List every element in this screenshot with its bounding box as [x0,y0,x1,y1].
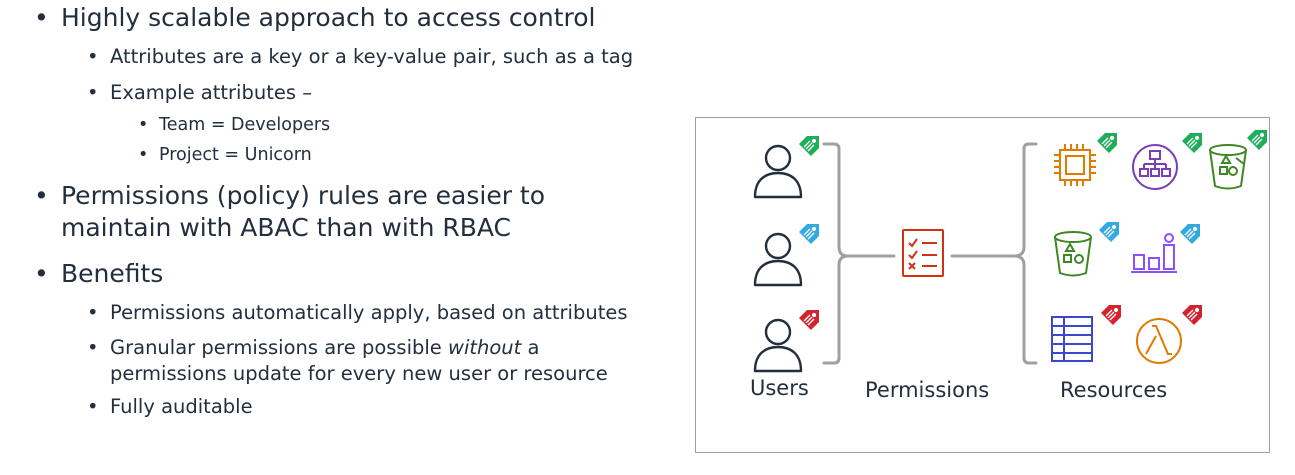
tag-icon [1100,304,1122,326]
users-bracket [822,142,896,365]
bullet-auto-apply: Permissions automatically apply, based o… [87,301,627,325]
abac-diagram: Users Permissions Resources [695,117,1270,453]
network-hierarchy-icon [1132,144,1178,190]
bullet-auditable: Fully auditable [87,395,253,419]
storage-bucket-icon [1054,231,1092,277]
bullet-attributes: Attributes are a key or a key-value pair… [87,45,633,69]
bullet-project: Project = Unicorn [138,145,312,165]
tag-icon [798,135,820,157]
granular-text-pre: Granular permissions are possible [110,336,448,359]
bullet-example-attributes: Example attributes – [87,81,312,105]
bullet-granular-line2: permissions update for every new user or… [110,362,608,385]
resources-bracket [950,142,1038,365]
tag-icon [1098,221,1120,243]
bullet-list: Highly scalable approach to access contr… [0,0,690,475]
granular-text-emphasis: without [448,336,522,359]
abac-diagram-graphic [753,129,1268,373]
bullet-permissions-rules-line2: maintain with ABAC than with RBAC [61,213,512,242]
granular-text-post: a [521,336,540,359]
tag-icon [798,223,820,245]
bullet-team: Team = Developers [138,115,330,135]
tag-icon [1246,129,1268,151]
permissions-label: Permissions [865,378,990,402]
compute-chip-icon [1054,144,1096,186]
tag-icon [1096,132,1118,154]
analytics-bars-icon [1131,233,1177,273]
resources-label: Resources [1060,378,1168,402]
bullet-granular: Granular permissions are possible withou… [87,336,540,360]
bullet-scalable: Highly scalable approach to access contr… [34,3,596,33]
bullet-benefits: Benefits [34,259,163,289]
bullet-permissions-rules: Permissions (policy) rules are easier to [34,181,545,211]
user-icon [753,144,803,199]
lambda-icon [1136,318,1182,364]
storage-bucket-icon [1209,144,1247,190]
database-table-icon [1051,316,1093,362]
user-icon [753,232,803,287]
users-label: Users [750,376,809,400]
user-icon [753,318,803,373]
tag-icon [1181,304,1203,326]
tag-icon [1181,132,1203,154]
tag-icon [1179,223,1201,245]
tag-icon [798,309,820,331]
checklist-icon [902,229,944,277]
